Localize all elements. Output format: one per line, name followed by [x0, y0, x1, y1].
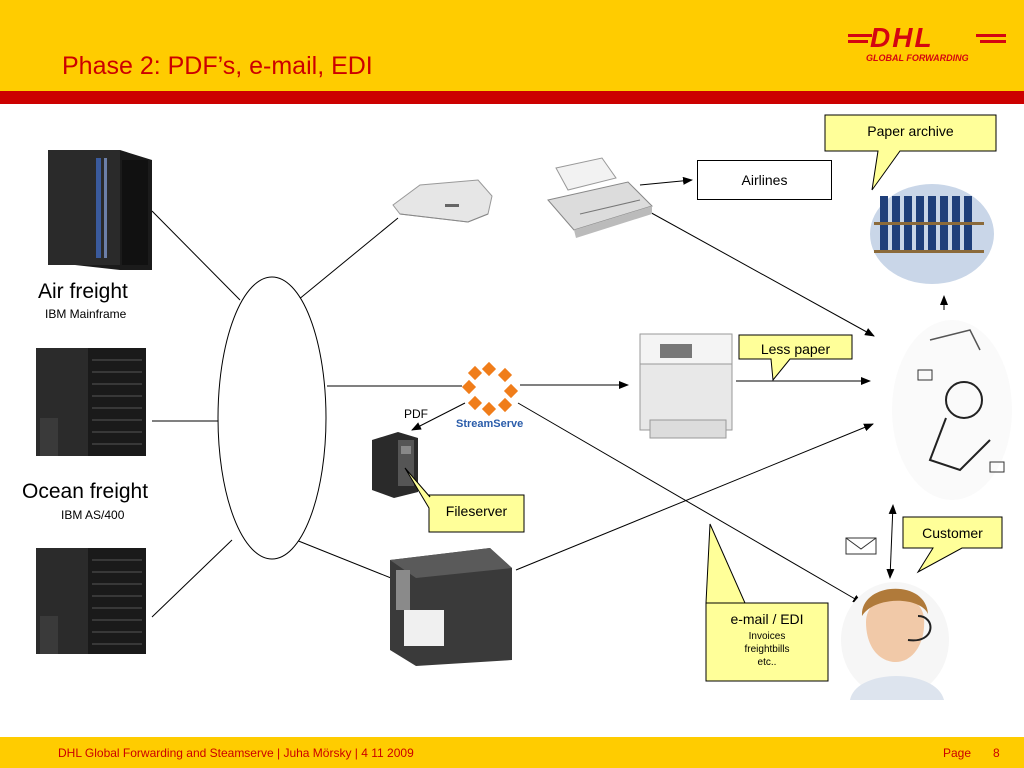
as400-server-icon — [36, 548, 146, 654]
fileserver-callout — [404, 467, 525, 533]
streamserve-wordmark: StreamServe — [456, 418, 524, 430]
email-edi-line1: Invoices — [748, 631, 786, 642]
fileserver-label: Fileserver — [445, 503, 508, 519]
customer-cartoon-icon — [892, 320, 1012, 500]
air-freight-sublabel: IBM Mainframe — [45, 307, 127, 321]
paper-archive-label: Paper archive — [867, 123, 954, 139]
customer-label: Customer — [922, 525, 983, 541]
label-printer-icon — [390, 548, 512, 666]
streamserve-logo-icon — [461, 361, 519, 417]
slide-title: Phase 2: PDF’s, e-mail, EDI — [62, 52, 373, 80]
footer-text: DHL Global Forwarding and Steamserve | J… — [58, 746, 414, 760]
email-edi-callout — [705, 523, 829, 682]
mainframe-icon — [48, 150, 152, 270]
ocean-freight-label: Ocean freight — [22, 480, 149, 503]
network-ellipse — [217, 276, 327, 560]
logo-speedline — [976, 34, 1006, 37]
envelope-icon — [845, 537, 877, 555]
footer-band — [0, 737, 1024, 768]
less-paper-callout — [738, 334, 853, 382]
connector-lines — [151, 176, 948, 618]
modem-icon — [392, 179, 493, 223]
as400-server-icon — [36, 348, 146, 456]
logo-speedline — [848, 34, 872, 37]
call-center-agent-icon — [841, 582, 949, 700]
dot-matrix-printer-icon — [547, 157, 653, 238]
logo-wordmark: DHL — [870, 22, 934, 53]
less-paper-label: Less paper — [760, 341, 831, 357]
pdf-label: PDF — [404, 407, 428, 421]
paper-archive-callout — [824, 114, 997, 191]
airlines-box: Airlines — [697, 160, 832, 200]
dhl-logo: DHL GLOBAL FORWARDING — [848, 22, 1008, 66]
customer-callout — [902, 516, 1003, 574]
email-edi-line2: freightbills — [744, 644, 790, 655]
page-number: 8 — [993, 746, 1000, 760]
laser-printer-icon — [639, 333, 733, 439]
ocean-freight-sublabel: IBM AS/400 — [61, 508, 125, 522]
page-label: Page — [943, 746, 972, 760]
header-band — [0, 0, 1024, 91]
email-edi-line3: etc.. — [757, 657, 777, 668]
paper-archive-icon — [870, 184, 994, 284]
logo-speedline — [980, 40, 1006, 43]
logo-subtitle: GLOBAL FORWARDING — [866, 53, 969, 63]
email-edi-title: e-mail / EDI — [730, 611, 804, 627]
air-freight-label: Air freight — [38, 280, 128, 303]
header-red-bar — [0, 91, 1024, 104]
logo-speedline — [848, 40, 868, 43]
